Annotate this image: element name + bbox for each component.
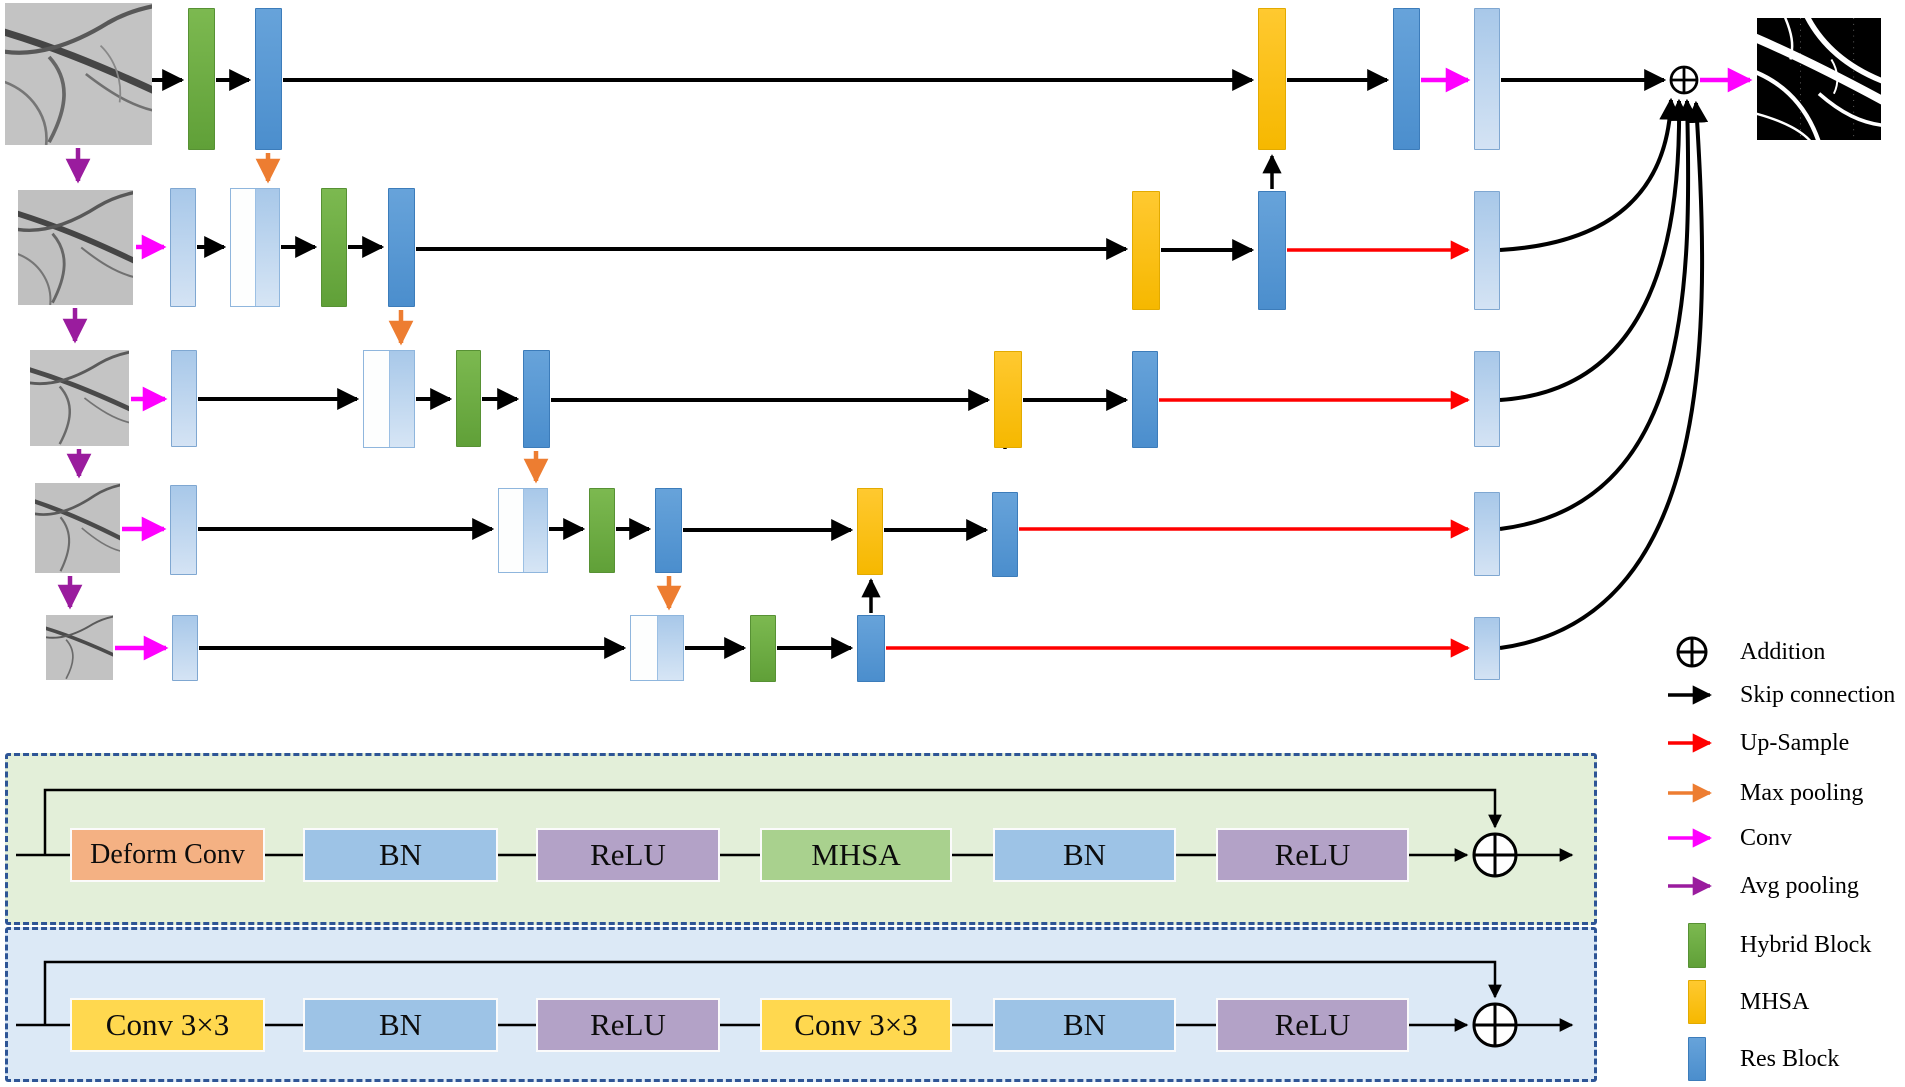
fundus-image-art <box>35 483 120 573</box>
concat-block-r5 <box>630 615 684 681</box>
hybrid-block-r4 <box>589 488 615 573</box>
hybrid-relu-block-1: ReLU <box>536 828 720 882</box>
decoder-up-arrows <box>861 154 1282 613</box>
res-residual-skip-line <box>43 960 1502 1025</box>
feature-map-r5-upsampled <box>1474 617 1500 680</box>
input-image-scale-5 <box>46 615 113 680</box>
feature-map-r5-input <box>172 615 198 681</box>
segmentation-mask-art <box>1757 18 1881 140</box>
res-block-r1-decoder <box>1393 8 1420 150</box>
mhsa-block-r3 <box>994 351 1022 448</box>
fusion-curve-r5 <box>1499 100 1709 650</box>
hybrid-block-r1 <box>188 8 215 150</box>
hybrid-block-r2 <box>321 188 347 307</box>
upsample-arrows <box>886 240 1470 658</box>
legend-label-conv: Conv <box>1740 824 1793 851</box>
fusion-curve-r4 <box>1499 98 1699 531</box>
legend-mhsa-swatch <box>1688 980 1706 1024</box>
fusion-curve-r3 <box>1499 98 1691 402</box>
legend-label-max-pooling: Max pooling <box>1740 779 1864 806</box>
output-segmentation-image <box>1757 18 1881 140</box>
conv-arrows <box>115 67 1753 661</box>
maxpool-arrows <box>255 153 682 611</box>
hybrid-panel-wires <box>16 788 1574 878</box>
concat-empty-half <box>631 616 657 680</box>
addition-node <box>1669 65 1699 95</box>
feature-map-r1 <box>1474 8 1500 150</box>
res-block-r1-encoder <box>255 8 282 150</box>
mhsa-block-r2 <box>1132 191 1160 310</box>
feature-map-r4-upsampled <box>1474 492 1500 576</box>
fundus-image-art <box>18 190 133 305</box>
fundus-image-art <box>5 3 152 145</box>
legend-label-avg-pooling: Avg pooling <box>1740 872 1859 899</box>
legend-res-block-swatch <box>1688 1037 1706 1081</box>
legend-label-up-sample: Up-Sample <box>1740 729 1850 756</box>
hybrid-bn-block-1: BN <box>303 828 498 882</box>
res-conv3x3-block-1: Conv 3×3 <box>70 998 265 1052</box>
hybrid-block-r3 <box>456 350 481 447</box>
concat-block-r3 <box>363 350 415 448</box>
concat-empty-half <box>364 351 389 447</box>
fusion-curves <box>1499 97 1709 650</box>
hybrid-deform-conv-block: Deform Conv <box>70 828 265 882</box>
legend-label-res-block: Res Block <box>1740 1045 1840 1072</box>
fundus-image-art <box>30 350 129 446</box>
res-block-r4-decoder <box>992 492 1018 577</box>
concat-block-r2 <box>230 188 280 307</box>
hybrid-bn-block-2: BN <box>993 828 1176 882</box>
hybrid-block-r5 <box>750 615 776 682</box>
res-block-r5-bottleneck <box>857 615 885 682</box>
res-block-r2-decoder <box>1258 191 1286 310</box>
legend-addition-icon <box>1676 636 1708 668</box>
legend-hybrid-block-swatch <box>1688 923 1706 968</box>
input-image-scale-3 <box>30 350 129 446</box>
res-block-r3-decoder <box>1132 351 1158 448</box>
mhsa-block-r4 <box>857 488 883 575</box>
hybrid-residual-skip-line <box>43 788 1502 855</box>
feature-map-r4-input <box>170 485 197 575</box>
legend-label-mhsa: MHSA <box>1740 988 1810 1015</box>
concat-empty-half <box>499 489 523 572</box>
res-block-r4-encoder <box>655 488 682 573</box>
res-panel-wires <box>16 960 1574 1048</box>
concat-block-r4 <box>498 488 548 573</box>
feature-map-r2-upsampled <box>1474 191 1500 310</box>
skip-connection-arrows <box>152 69 1667 659</box>
legend-label-addition: Addition <box>1740 638 1826 665</box>
legend-label-skip-connection: Skip connection <box>1740 681 1896 708</box>
res-block-r3-encoder <box>523 350 550 448</box>
res-bn-block-1: BN <box>303 998 498 1052</box>
res-conv3x3-block-2: Conv 3×3 <box>760 998 952 1052</box>
mhsa-block-r1 <box>1258 8 1286 150</box>
legend-icons <box>1668 636 1712 896</box>
input-image-scale-1 <box>5 3 152 145</box>
concat-pooled-half <box>388 351 414 447</box>
avgpool-arrows <box>57 148 92 610</box>
concat-empty-half <box>231 189 255 306</box>
res-relu-block-2: ReLU <box>1216 998 1409 1052</box>
feature-map-r3-input <box>171 350 197 447</box>
feature-map-r3-upsampled <box>1474 351 1500 447</box>
concat-pooled-half <box>656 616 683 680</box>
concat-pooled-half <box>254 189 279 306</box>
hybrid-mhsa-block: MHSA <box>760 828 952 882</box>
concat-pooled-half <box>522 489 547 572</box>
fusion-curve-r2 <box>1499 97 1682 252</box>
legend-label-hybrid-block: Hybrid Block <box>1740 931 1872 958</box>
res-bn-block-2: BN <box>993 998 1176 1052</box>
fundus-image-art <box>46 615 113 680</box>
input-image-scale-2 <box>18 190 133 305</box>
hybrid-relu-block-2: ReLU <box>1216 828 1409 882</box>
feature-map-r2-input <box>170 188 196 307</box>
input-image-scale-4 <box>35 483 120 573</box>
res-block-r2-encoder <box>388 188 415 307</box>
res-relu-block-1: ReLU <box>536 998 720 1052</box>
